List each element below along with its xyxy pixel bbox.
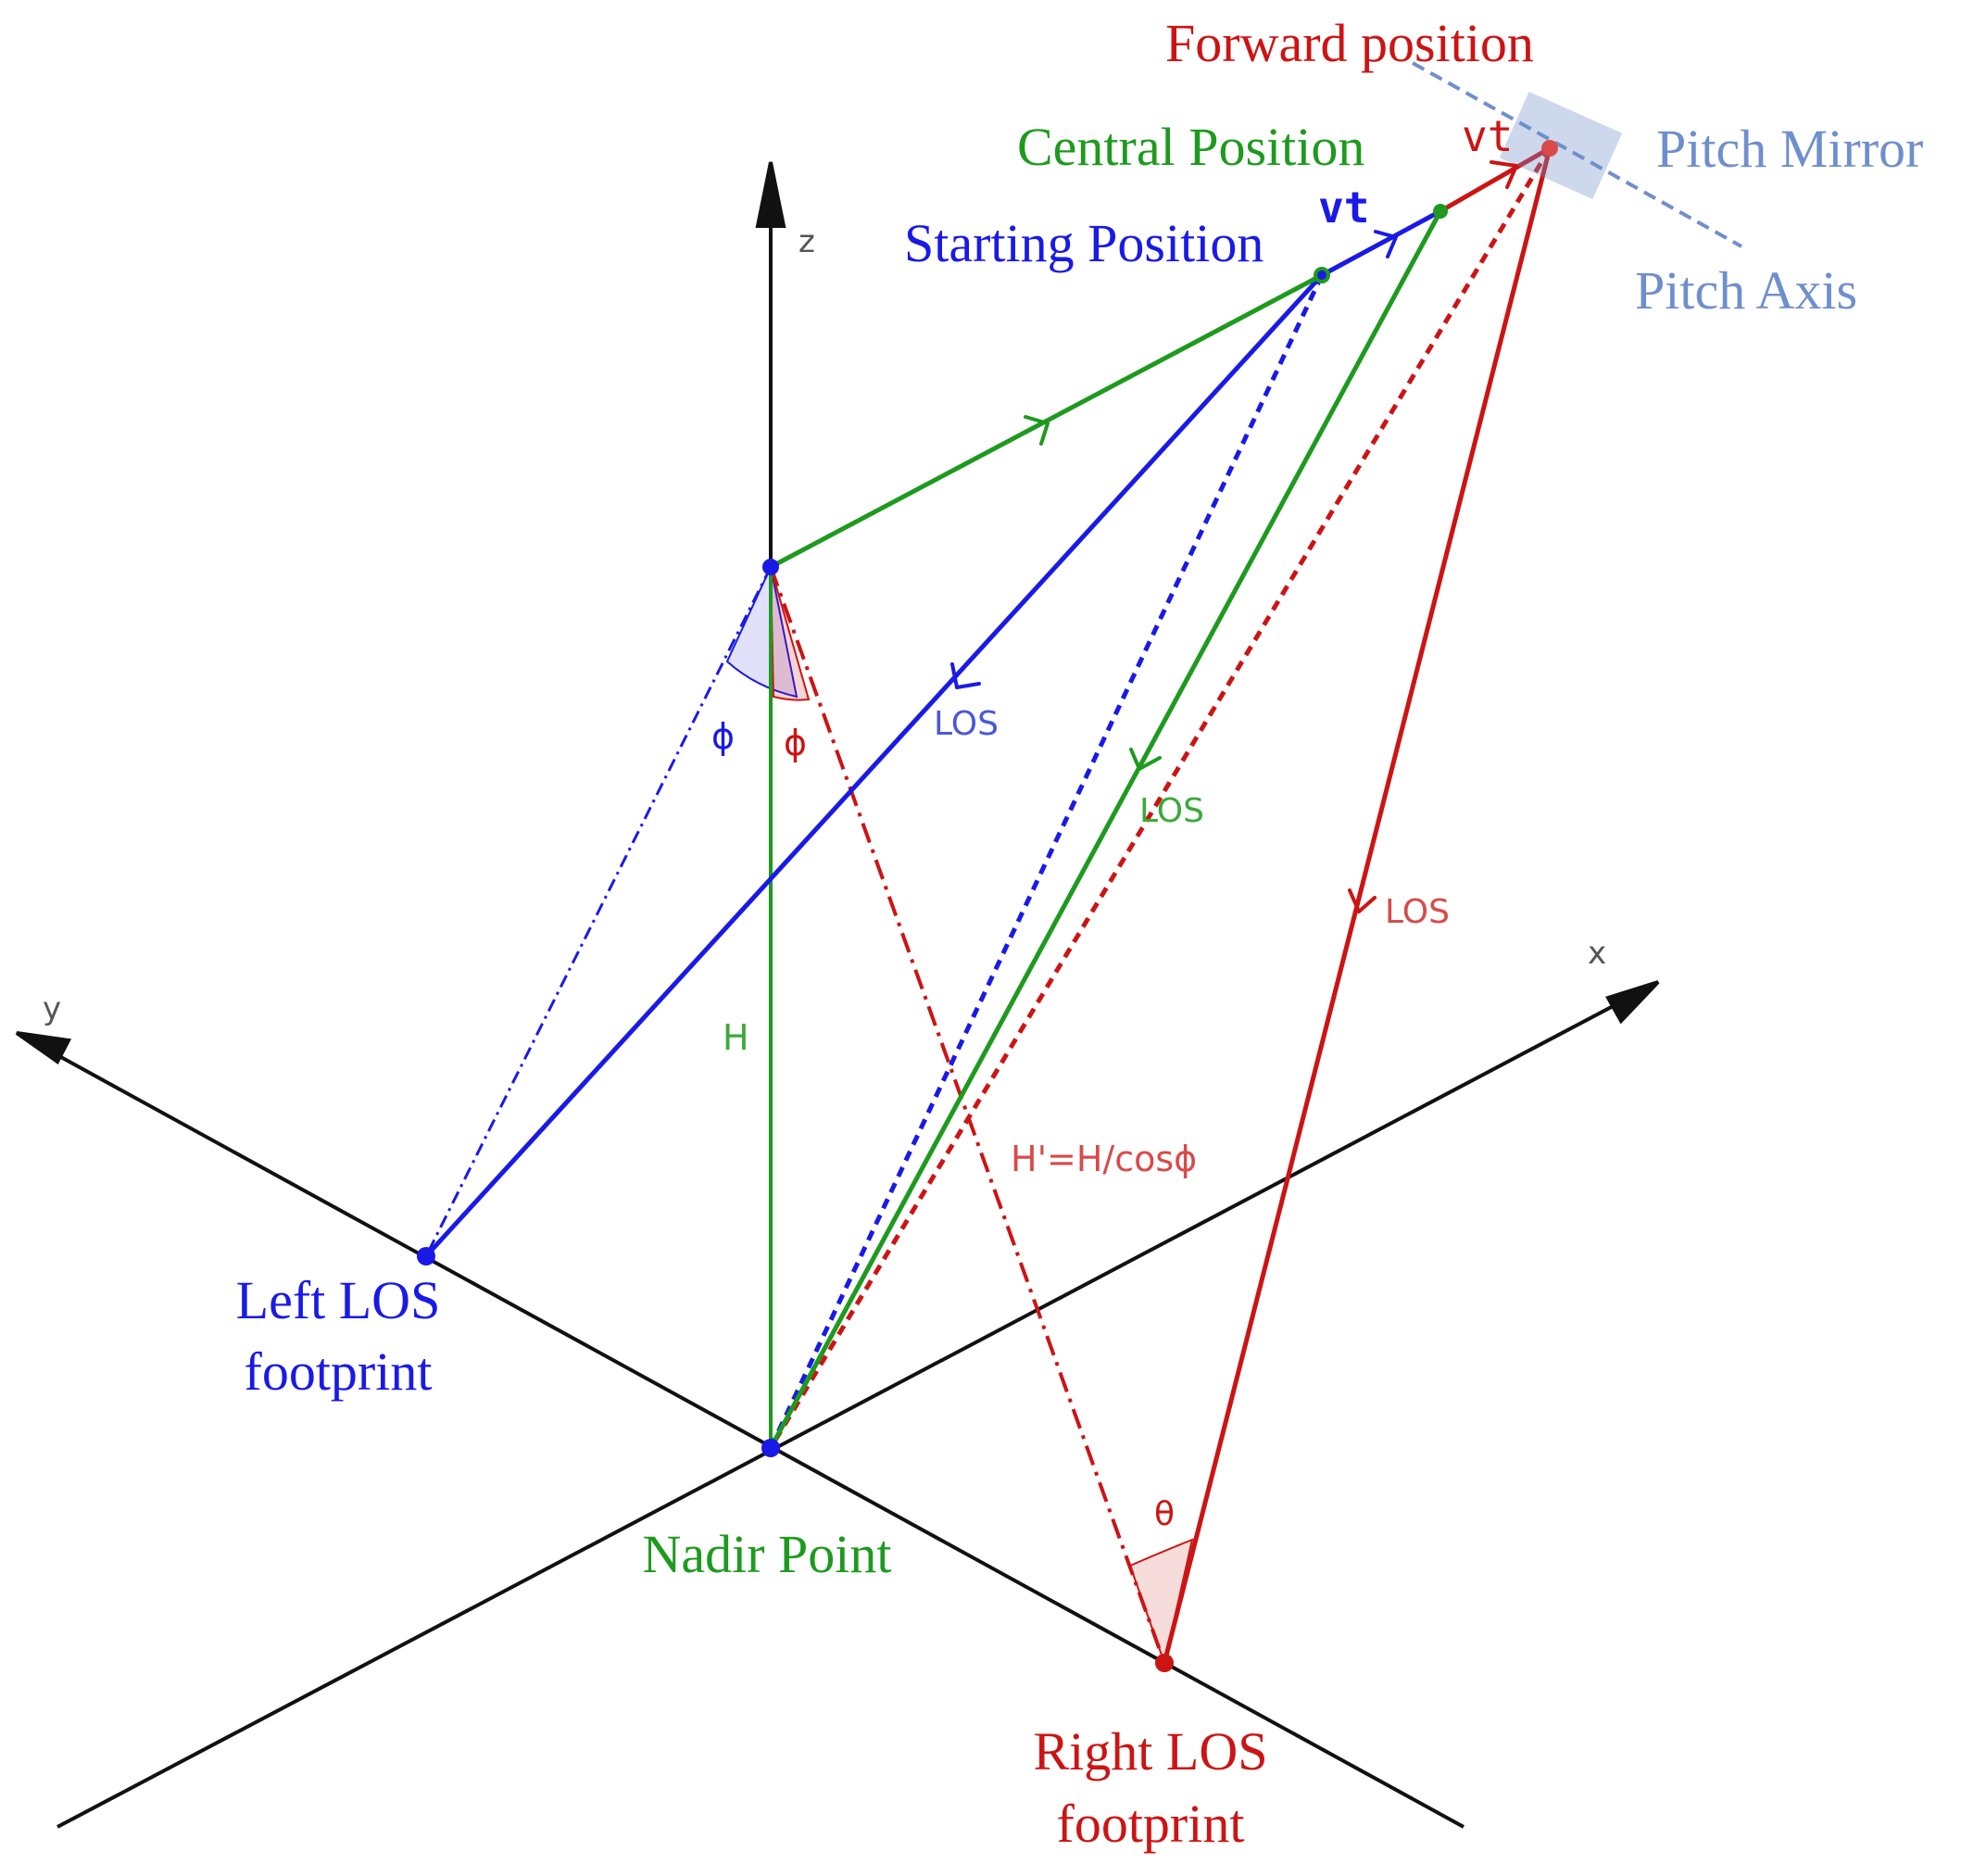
left-footprint-dashdot-line [424, 566, 773, 1257]
forward-position-point [1541, 140, 1558, 157]
forward-position-label: Forward position [1165, 13, 1534, 73]
green-top-arrow-icon [1024, 415, 1050, 446]
y-axis-line [19, 1033, 1465, 1829]
right-footprint-label-line2: footprint [1057, 1794, 1245, 1854]
red-los-arrow-icon [1348, 888, 1377, 913]
nadir-point-marker [761, 1439, 780, 1457]
blue-vt-arrow-icon [1374, 230, 1398, 258]
los-red-label: LOS [1385, 893, 1450, 931]
left-phi-wedge [725, 563, 798, 699]
x-axis-arrowhead [1605, 980, 1660, 1025]
green-los-arrow-icon [1129, 748, 1162, 771]
h-label: H [723, 1017, 749, 1058]
central-position-point [1433, 204, 1448, 219]
left-footprint-label-line1: Left LOS [236, 1270, 441, 1330]
blue-vt-segment [1320, 208, 1442, 278]
sensor-origin-point [762, 559, 779, 575]
red-vt-segment [1439, 145, 1552, 214]
pitch-axis-dashed-line [1412, 61, 1742, 248]
y-axis-arrowhead [15, 1031, 72, 1064]
x-axis-label: x [1588, 935, 1606, 972]
nadir-point-label: Nadir Point [642, 1524, 891, 1584]
starting-position-point-inner [1317, 271, 1326, 280]
right-footprint-label-line1: Right LOS [1034, 1721, 1268, 1782]
right-phi-wedge [770, 566, 811, 701]
blue-los-arrow-icon [950, 662, 981, 689]
starting-position-label: Starting Position [904, 213, 1264, 273]
phi-left-label: ϕ [711, 716, 735, 757]
red-dotted-los-line [768, 146, 1553, 1450]
green-los-line [768, 209, 1443, 1450]
los-blue-label: LOS [934, 705, 999, 743]
blue-dotted-los-line [768, 273, 1325, 1450]
central-position-label: Central Position [1017, 117, 1364, 177]
ground-axes [15, 980, 1660, 1829]
los-green-label: LOS [1139, 792, 1204, 830]
blue-los-line [424, 273, 1324, 1258]
phi-right-label: ϕ [784, 723, 807, 763]
red-vt-arrow-icon [1490, 160, 1518, 189]
z-axis-arrowhead [755, 161, 786, 228]
right-footprint-point [1155, 1654, 1174, 1672]
y-axis-label: y [43, 990, 61, 1027]
theta-label: θ [1154, 1495, 1175, 1533]
pitch-axis-label: Pitch Axis [1635, 260, 1857, 321]
left-footprint-label-line2: footprint [245, 1341, 433, 1402]
theta-wedge [1128, 1538, 1194, 1667]
h-prime-label: H'=H/cosϕ [1011, 1139, 1197, 1179]
z-axis-label: z [798, 223, 815, 260]
vt-red-label: vt [1462, 111, 1513, 161]
left-footprint-point [417, 1247, 435, 1265]
vt-blue-label: vt [1318, 183, 1369, 233]
pitch-mirror-label: Pitch Mirror [1656, 119, 1923, 179]
x-axis-line [57, 983, 1654, 1829]
